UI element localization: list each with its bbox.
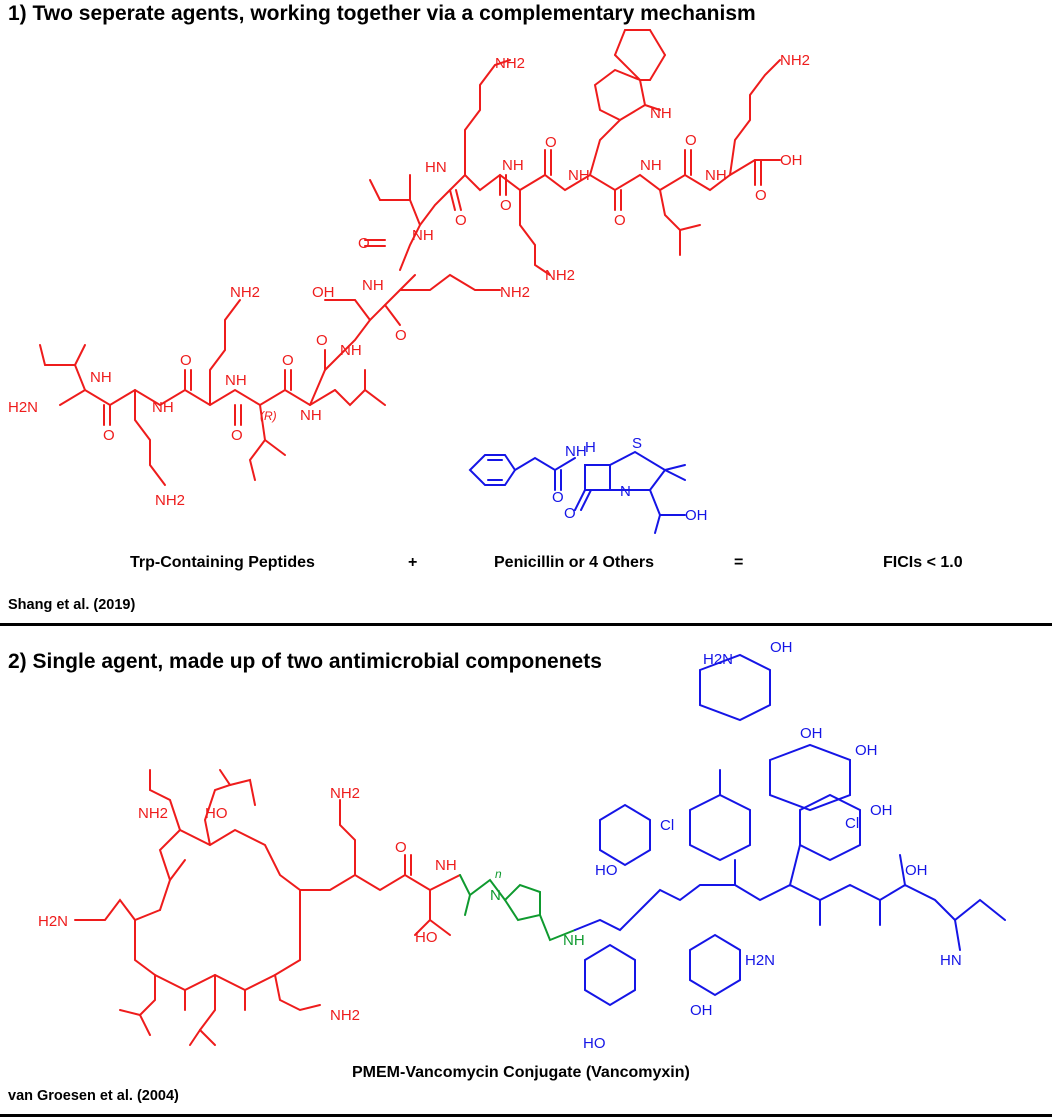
caption-peptides: Trp-Containing Peptides (130, 554, 315, 571)
caption-penicillin: Penicillin or 4 Others (494, 554, 655, 571)
nh2-label: NH2 (155, 492, 185, 509)
nh-label: NH (502, 157, 524, 174)
s-label: S (632, 435, 642, 452)
oh-label: OH (800, 725, 823, 742)
stereo-r-label: (R) (260, 409, 277, 423)
ho-label: HO (595, 862, 618, 879)
oh-label: OH (690, 1002, 713, 1019)
h2n-label: H2N (745, 952, 775, 969)
o-label: O (564, 505, 576, 522)
nh-label: NH (650, 105, 672, 122)
nh-label: NH (362, 277, 384, 294)
o-label: O (180, 352, 192, 369)
oh-label: OH (780, 152, 803, 169)
ho-label: HO (205, 805, 228, 822)
hn-label: HN (425, 159, 447, 176)
cl-label: Cl (845, 815, 859, 832)
oh-label: OH (770, 639, 793, 656)
o-label: O (358, 235, 370, 252)
oh-label: OH (685, 507, 708, 524)
o-label: O (395, 327, 407, 344)
penicillin-structure: NH H S N O O OH (468, 435, 708, 534)
nh-label: NH (568, 167, 590, 184)
o-label: O (500, 197, 512, 214)
cl-label: Cl (660, 817, 674, 834)
o-label: O (455, 212, 467, 229)
n-subscript: n (495, 867, 502, 881)
nh-label: NH (705, 167, 727, 184)
o-label: O (231, 427, 243, 444)
citation-shang: Shang et al. (2019) (8, 597, 136, 613)
nh2-label: NH2 (330, 1007, 360, 1024)
oh-label: OH (870, 802, 893, 819)
ho-label: HO (583, 1035, 606, 1052)
nh-label: NH (563, 932, 585, 949)
section2-heading: 2) Single agent, made up of two antimicr… (8, 650, 602, 673)
citation-van-groesen: van Groesen et al. (2004) (8, 1088, 179, 1104)
caption-plus: + (408, 554, 418, 571)
o-label: O (614, 212, 626, 229)
hn-label: HN (940, 952, 962, 969)
oh-label: OH (855, 742, 878, 759)
nh-label: NH (225, 372, 247, 389)
h2n-label: H2N (38, 913, 68, 930)
nh2-label: NH2 (330, 785, 360, 802)
nh-label: NH (640, 157, 662, 174)
nh2-label: NH2 (500, 284, 530, 301)
o-label: O (316, 332, 328, 349)
nh-label: NH (90, 369, 112, 386)
oh-label: OH (905, 862, 928, 879)
nh2-label: NH2 (780, 52, 810, 69)
ho-label: HO (415, 929, 438, 946)
vancomyxin-structure: H2N NH2 HO NH2 O HO NH2 NH N n NH H2N OH… (38, 639, 1006, 1052)
o-label: O (545, 134, 557, 151)
caption-vancomyxin: PMEM-Vancomycin Conjugate (Vancomyxin) (352, 1064, 690, 1081)
o-label: O (282, 352, 294, 369)
section1-heading: 1) Two seperate agents, working together… (8, 2, 756, 25)
section-divider-1 (0, 623, 1052, 626)
nh2-label: NH2 (495, 55, 525, 72)
o-label: O (685, 132, 697, 149)
o-label: O (395, 839, 407, 856)
h-label: NH (565, 443, 587, 460)
nh-label: NH (412, 227, 434, 244)
o-label: O (103, 427, 115, 444)
h2n-sugar-label: H2N (703, 651, 733, 668)
section-divider-2 (0, 1114, 1052, 1117)
nh2-label: NH2 (138, 805, 168, 822)
h-label: H (585, 439, 596, 456)
o-label: O (755, 187, 767, 204)
nh2-label: NH2 (230, 284, 260, 301)
caption-result: FICIs < 1.0 (883, 554, 963, 571)
trp-peptide-structure: H2N NH O NH O NH2 NH2 NH O (R) O NH O NH… (8, 29, 810, 509)
o-label: O (552, 489, 564, 506)
nh-label: NH (340, 342, 362, 359)
h2n-label: H2N (8, 399, 38, 416)
nh-label: NH (435, 857, 457, 874)
caption-equals: = (734, 554, 744, 571)
nh-label: NH (152, 399, 174, 416)
n-label: N (620, 483, 631, 500)
oh-label: OH (312, 284, 335, 301)
nh2-label: NH2 (545, 267, 575, 284)
n-label: N (490, 887, 501, 904)
nh-label: NH (300, 407, 322, 424)
